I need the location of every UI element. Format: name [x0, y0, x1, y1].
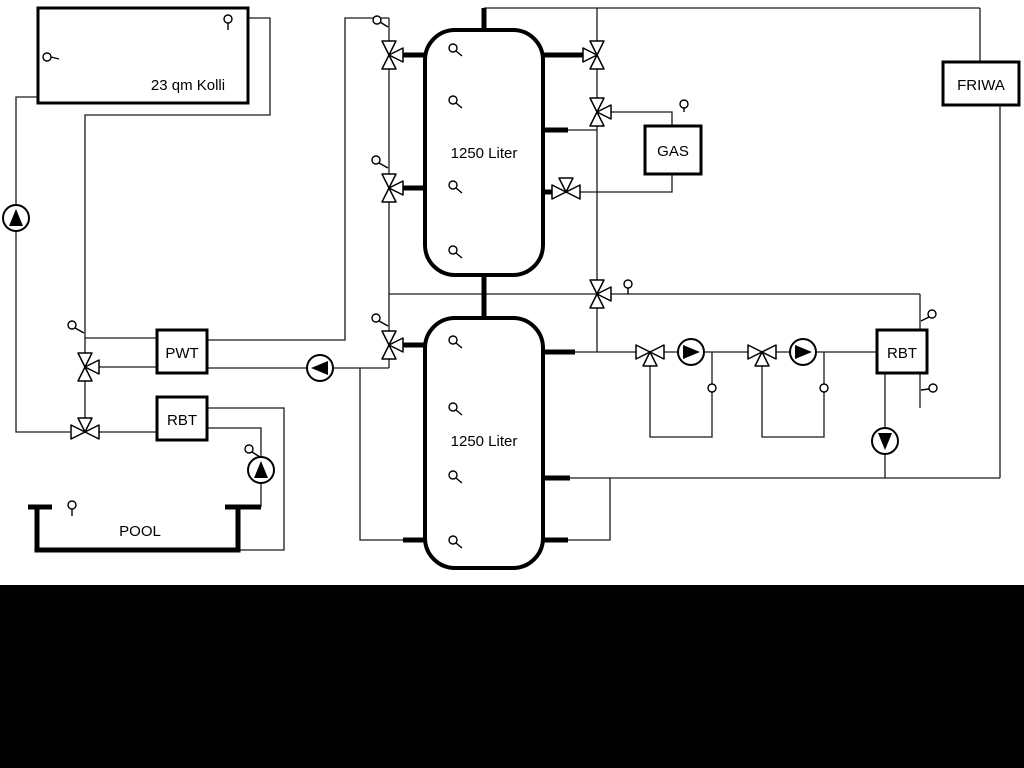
sensor-pwt-inlet — [67, 320, 85, 334]
rbt-left-label: RBT — [167, 412, 197, 429]
three-way-mixing-valve-circuit2 — [747, 344, 777, 367]
temperature-sensors — [42, 14, 938, 549]
valves — [70, 40, 777, 440]
pool-basin — [28, 504, 261, 553]
pump-pool — [247, 456, 275, 484]
pipe-tank2-bottom-return — [359, 368, 403, 541]
sensor-circuit1-return — [707, 383, 717, 393]
sensor-collector-top — [223, 14, 233, 30]
tank-upper-label: 1250 Liter — [451, 145, 518, 162]
pump-arrow-right-icon — [795, 345, 812, 359]
rbt-right-box — [875, 328, 929, 375]
friwa-box — [941, 60, 1021, 107]
three-way-valve-tank1-mid — [381, 173, 404, 203]
sensor-tank2-2 — [448, 402, 463, 416]
pipe-pwt-supply — [207, 17, 389, 341]
pump-pwt-secondary — [306, 354, 334, 382]
pipe-gas-top — [597, 111, 673, 126]
pool-label: POOL — [119, 523, 161, 540]
sensor-rbt-right-top — [920, 309, 937, 322]
buffer-tank-lower — [423, 316, 545, 570]
three-way-valve-tank1-top-right — [582, 40, 605, 70]
sensor-manifold-top — [372, 15, 389, 28]
sensor-tank2-4 — [448, 535, 463, 549]
pump-arrow-up-icon — [9, 209, 23, 226]
component-boxes — [36, 6, 1021, 570]
pwt-label: PWT — [165, 345, 198, 362]
sensor-manifold-low — [371, 313, 389, 327]
buffer-tank-upper — [423, 28, 545, 277]
pump-arrow-right-icon — [683, 345, 700, 359]
collector-label: 23 qm Kolli — [151, 77, 225, 94]
pump-heating-circuit2 — [789, 338, 817, 366]
pipe-gas-bottom — [579, 174, 673, 193]
sensor-pool-return — [244, 444, 261, 458]
sensor-tank1-2 — [448, 95, 463, 109]
gas-label: GAS — [657, 143, 689, 160]
three-way-valve-gas-feed — [589, 97, 612, 127]
sensor-circuit2-return — [819, 383, 829, 393]
diagram-labels: 23 qm Kolli 1250 Liter 1250 Liter GAS FR… — [119, 77, 1005, 540]
three-way-valve-tank1-top — [381, 40, 404, 70]
sensor-tank1-4 — [448, 245, 463, 259]
rbt-right-label: RBT — [887, 345, 917, 362]
pipe-collector-supply — [15, 96, 70, 433]
pipe-mixing-loop-2 — [761, 352, 825, 438]
pump-rbt-right — [871, 427, 899, 455]
sensor-tank1-3 — [448, 180, 463, 194]
letterbox-bottom — [0, 585, 1024, 768]
tank-lower-label: 1250 Liter — [451, 433, 518, 450]
three-way-valve-gas-return — [551, 177, 581, 200]
sensor-pool — [67, 500, 77, 516]
three-way-mixing-valve-circuit1 — [635, 344, 665, 367]
sensor-gas-feed — [679, 99, 689, 112]
three-way-valve-tank2-top — [381, 330, 404, 360]
solar-collector-box — [36, 6, 250, 105]
gas-boiler-box — [643, 124, 703, 176]
three-way-valve-solar-rbt — [70, 417, 100, 440]
three-way-valve-mid — [589, 279, 612, 309]
sensor-tank2-1 — [448, 335, 463, 349]
rbt-left-box — [155, 395, 209, 442]
pwt-heat-exchanger-box — [155, 328, 209, 375]
pump-solar — [2, 204, 30, 232]
three-way-valve-solar-pwt — [77, 352, 100, 382]
sensor-tank1-1 — [448, 43, 463, 57]
sensor-tank2-3 — [448, 470, 463, 484]
pumps — [2, 204, 899, 484]
pipe-tank2-bottom-right — [568, 478, 611, 541]
pipe-network-thin — [15, 7, 1001, 551]
friwa-label: FRIWA — [957, 77, 1005, 94]
pump-arrow-down-icon — [878, 433, 892, 450]
pipe-pool-supply — [207, 407, 285, 551]
pool-walls — [34, 507, 241, 553]
sensor-manifold-mid — [371, 155, 389, 169]
pump-arrow-up-icon — [254, 461, 268, 478]
pipe-collector-return — [84, 17, 271, 360]
pump-heating-circuit1 — [677, 338, 705, 366]
sensor-mid-line — [623, 279, 633, 294]
pipe-mixing-loop-1 — [649, 352, 713, 438]
sensor-collector-left — [42, 52, 60, 62]
pump-arrow-left-icon — [311, 361, 328, 375]
sensor-rbt-right-bottom — [920, 383, 938, 393]
